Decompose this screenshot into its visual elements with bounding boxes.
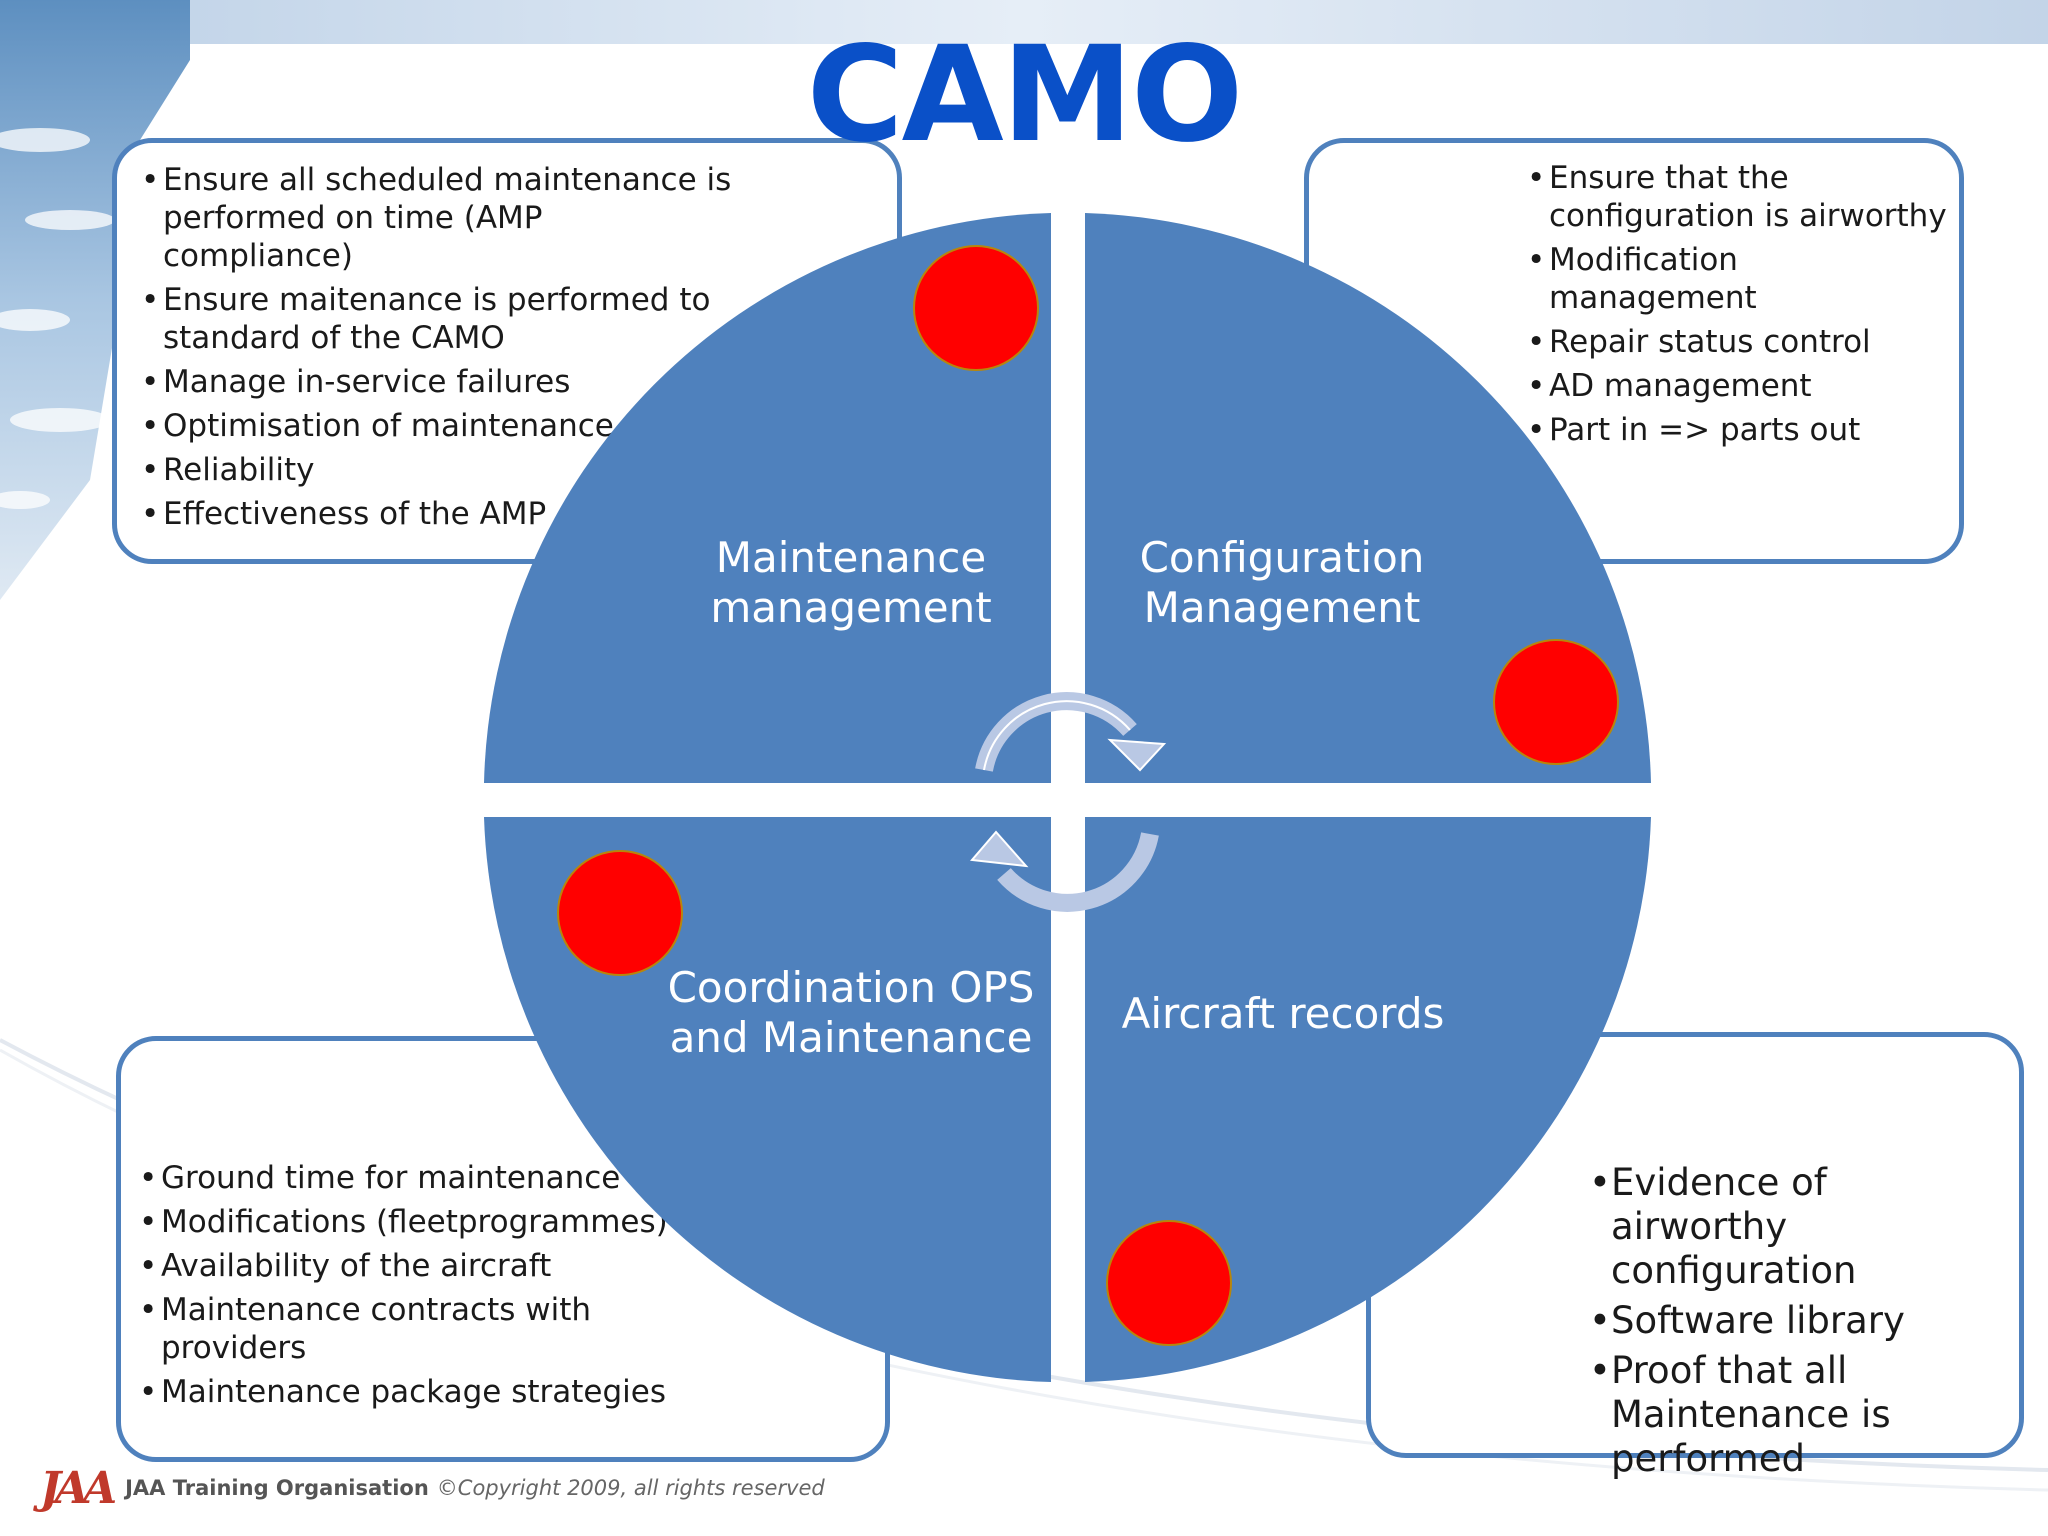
status-markers [557,245,1619,1346]
red-marker-icon [1106,1220,1232,1346]
list-item: Maintenance package strategies [139,1373,739,1411]
page-title: CAMO [806,18,1244,172]
cloud-shapes [0,128,115,509]
quadrant-label-configuration: Configuration [1140,533,1425,582]
list-item: Ground time for maintenance [139,1159,739,1197]
quadrant-label-maintenance: Maintenance [716,533,986,582]
list-item: Part in => parts out [1527,411,1947,449]
list-item: Ensure that the configuration is airwort… [1527,159,1947,235]
red-marker-icon [913,245,1039,371]
top-sky-band [0,0,2048,44]
quadrant-maintenance-management [484,213,1051,783]
quadrant-aircraft-records [1085,817,1651,1382]
list-item: Ensure all scheduled maintenance is perf… [141,161,741,275]
list-item: Modifications (fleetprogrammes) [139,1203,739,1241]
footer: JAA JAA Training Organisation ©Copyright… [40,1463,825,1514]
box-maintenance-management-details: Ensure all scheduled maintenance is perf… [112,138,902,564]
arrowhead-bottom-icon [970,830,1029,868]
list-item: Software library [1589,1299,2009,1343]
list-item: Evidence of airworthy configuration [1589,1161,2009,1293]
quadrant-label-coordination: Coordination OPS [668,963,1035,1012]
quadrant-group [484,213,1651,1382]
list-item: Effectiveness of the AMP [141,495,741,533]
list-item: Maintenance contracts with providers [139,1291,739,1367]
bullet-list: Ensure all scheduled maintenance is perf… [141,161,741,539]
list-item: AD management [1527,367,1947,405]
bullet-list: Ensure that the configuration is airwort… [1527,159,1947,455]
red-marker-icon [1493,639,1619,765]
list-item: Optimisation of maintenance [141,407,741,445]
list-item: Repair status control [1527,323,1947,361]
bullet-list: Ground time for maintenance Modification… [139,1159,739,1417]
list-item: Manage in-service failures [141,363,741,401]
quadrant-configuration-management [1085,213,1651,783]
cycle-arrow-top-outline-icon [983,700,1131,771]
list-item: Availability of the aircraft [139,1247,739,1285]
list-item: Proof that all Maintenance is performed [1589,1349,2009,1481]
jaa-logo: JAA [40,1462,117,1514]
list-item: Reliability [141,451,741,489]
box-aircraft-records-details: Evidence of airworthy configuration Soft… [1366,1032,2024,1480]
list-item: Ensure maitenance is performed to standa… [141,281,741,357]
cycle-arrow-bottom-icon [997,832,1159,912]
footer-copyright: ©Copyright 2009, all rights reserved [436,1476,825,1500]
cycle-arrows [970,692,1167,912]
footer-organisation: JAA Training Organisation [125,1476,429,1500]
red-marker-icon [557,850,683,976]
arrowhead-top-icon [1107,738,1167,772]
bullet-list: Evidence of airworthy configuration Soft… [1589,1161,2009,1487]
quadrant-label-and-maintenance: and Maintenance [670,1013,1033,1062]
quadrant-label-aircraft-records: Aircraft records [1122,989,1445,1038]
quadrant-label-management: management [710,583,991,632]
list-item: Modification management [1527,241,1947,317]
quadrant-label-configuration-management: Management [1144,583,1421,632]
